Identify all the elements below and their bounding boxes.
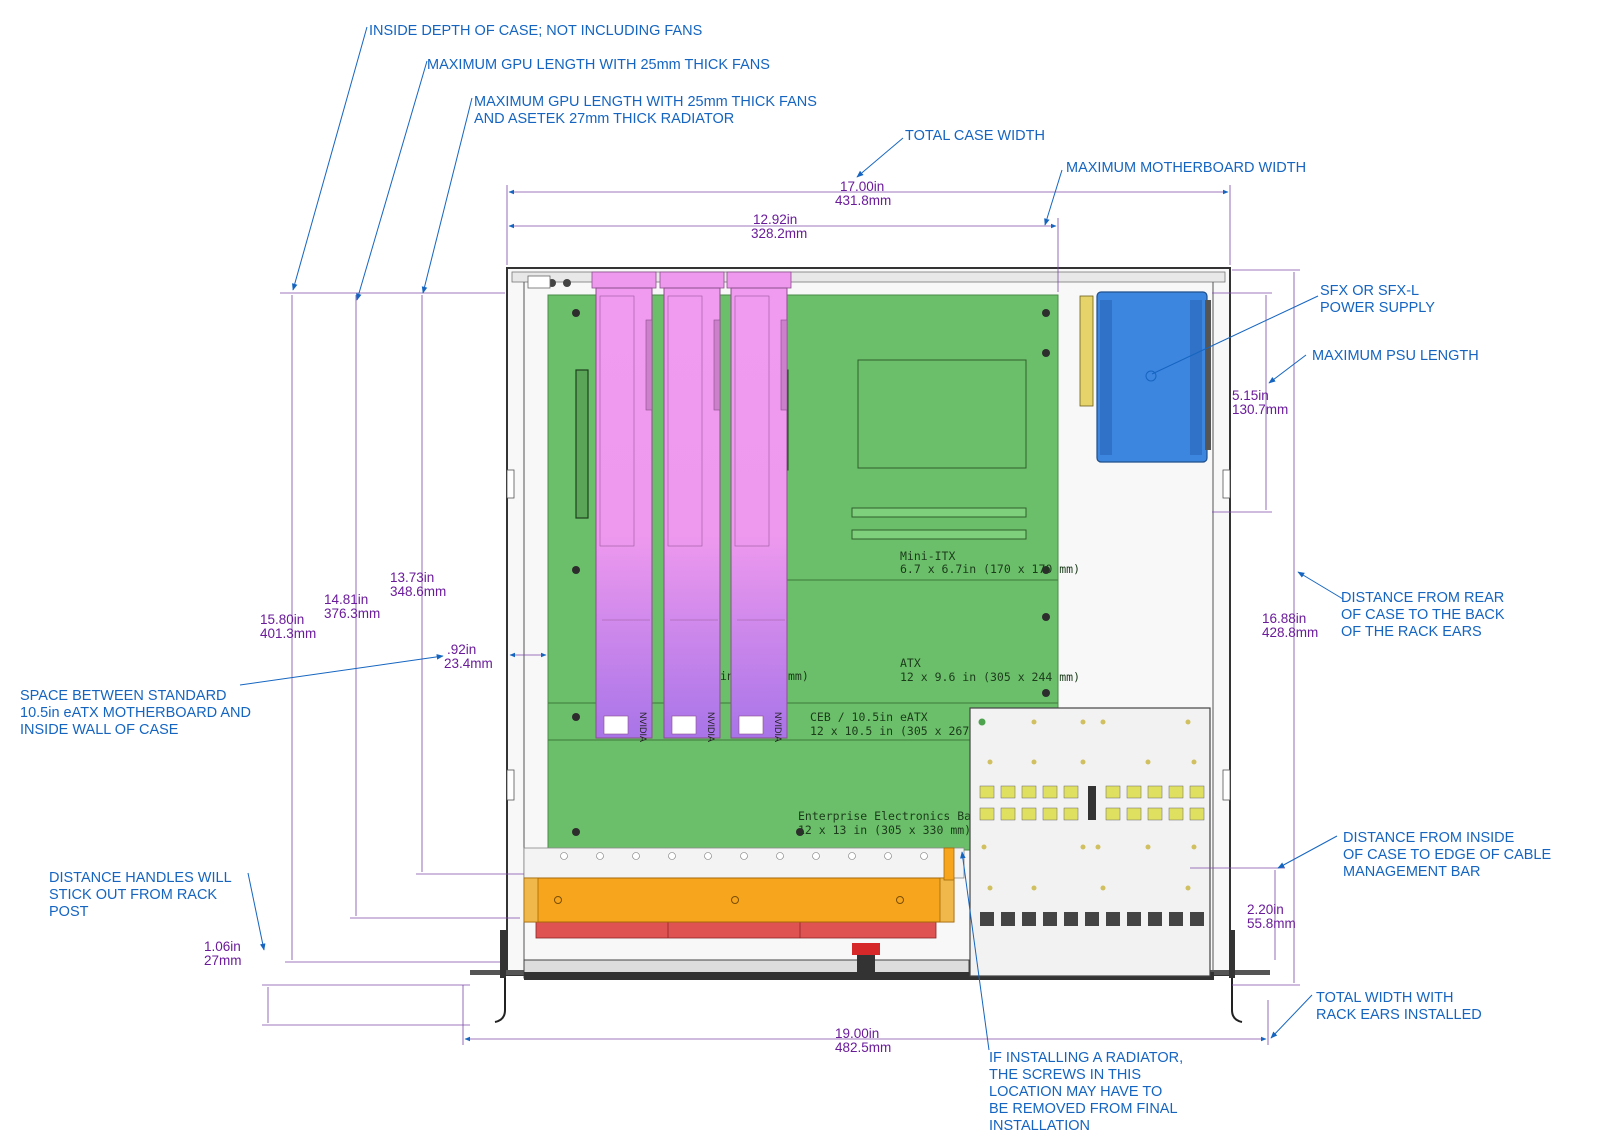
- dim-total-width-in: 17.00in: [840, 179, 884, 194]
- dim-space-wall: .92in 23.4mm: [444, 642, 547, 671]
- dim-gpu25-in: 14.81in: [324, 592, 368, 607]
- leader-lines: [239, 26, 1344, 1051]
- callout-space-line1: SPACE BETWEEN STANDARD: [20, 688, 227, 704]
- dim-ears-mm: 428.8mm: [1262, 625, 1318, 640]
- dim-cable-in: 2.20in: [1247, 902, 1284, 917]
- gpu-brand-label: NVIDIA: [638, 712, 648, 742]
- electronics-bay: [969, 707, 1211, 977]
- dim-ears-in: 16.88in: [1262, 611, 1306, 626]
- dim-mb-width-mm: 328.2mm: [751, 226, 807, 241]
- gpu-2: NVIDIA: [659, 271, 725, 742]
- dim-handles-in: 1.06in: [204, 939, 241, 954]
- callout-space-line2: 10.5in eATX MOTHERBOARD AND: [20, 705, 251, 721]
- dim-space-in: .92in: [447, 642, 476, 657]
- callout-space-line3: INSIDE WALL OF CASE: [20, 722, 179, 738]
- fan-bracket: [523, 847, 965, 879]
- dim-gpu-radiator: 13.73in 348.6mm: [390, 295, 524, 875]
- dim-cable-bar: 2.20in 55.8mm: [1190, 867, 1296, 960]
- dim-handles-mm: 27mm: [204, 953, 242, 968]
- callout-handles-line2: STICK OUT FROM RACK: [49, 887, 217, 903]
- callout-cable-line3: MANAGEMENT BAR: [1343, 864, 1481, 880]
- callout-gpu-asetek-line2: AND ASETEK 27mm THICK RADIATOR: [474, 111, 734, 127]
- callout-inside-depth: INSIDE DEPTH OF CASE; NOT INCLUDING FANS: [369, 23, 702, 39]
- callout-psu-line1: SFX OR SFX-L: [1320, 283, 1419, 299]
- callout-radiator-line4: BE REMOVED FROM FINAL: [989, 1101, 1178, 1117]
- callout-cable-line2: OF CASE TO EDGE OF CABLE: [1343, 847, 1551, 863]
- fans: [535, 917, 937, 939]
- callout-radiator-line3: LOCATION MAY HAVE TO: [989, 1084, 1162, 1100]
- power-supply: [1079, 291, 1211, 463]
- dim-gpu-25mm: 14.81in 376.3mm: [324, 295, 520, 919]
- callout-rack-ears-line2: OF CASE TO THE BACK: [1341, 607, 1505, 623]
- callout-psu-line2: POWER SUPPLY: [1320, 300, 1435, 316]
- callout-rack-ears-line3: OF THE RACK EARS: [1341, 624, 1482, 640]
- dim-total-ears-in: 19.00in: [835, 1026, 879, 1041]
- dim-total-with-ears: 19.00in 482.5mm: [462, 985, 1269, 1055]
- gpu-brand-label: NVIDIA: [773, 712, 783, 742]
- callout-radiator-line1: IF INSTALLING A RADIATOR,: [989, 1050, 1183, 1066]
- atx-size: 12 x 9.6 in (305 x 244 mm): [900, 670, 1080, 684]
- dim-depth-mm: 401.3mm: [260, 626, 316, 641]
- dim-max-motherboard-width: 12.92in 328.2mm: [508, 212, 1059, 292]
- callout-handles-line1: DISTANCE HANDLES WILL: [49, 870, 232, 886]
- dim-cable-mm: 55.8mm: [1247, 916, 1296, 931]
- mini-itx-title: Mini-ITX: [900, 549, 955, 563]
- mini-itx-size: 6.7 x 6.7in (170 x 170 mm): [900, 562, 1080, 576]
- callout-psu-length: MAXIMUM PSU LENGTH: [1312, 348, 1479, 364]
- dim-handles: 1.06in 27mm: [204, 939, 470, 1026]
- callout-radiator-line5: INSTALLATION: [989, 1118, 1090, 1134]
- hidden-label-mm: mm): [788, 669, 809, 683]
- callout-total-ears-line1: TOTAL WIDTH WITH: [1316, 990, 1453, 1006]
- callout-max-mb-width: MAXIMUM MOTHERBOARD WIDTH: [1066, 160, 1306, 176]
- dim-gpurad-mm: 348.6mm: [390, 584, 446, 599]
- dim-gpurad-in: 13.73in: [390, 570, 434, 585]
- ceb-size: 12 x 10.5 in (305 x 267 mm): [810, 724, 997, 738]
- hidden-label-in: in: [720, 669, 734, 683]
- callout-handles-line3: POST: [49, 904, 89, 920]
- gpu-3: NVIDIA: [726, 271, 792, 742]
- callout-gpu-asetek-line1: MAXIMUM GPU LENGTH WITH 25mm THICK FANS: [474, 94, 817, 110]
- eeb-size: 12 x 13 in (305 x 330 mm): [798, 823, 971, 837]
- dim-psu-length: 5.15in 130.7mm: [1212, 292, 1288, 513]
- ceb-title: CEB / 10.5in eATX: [810, 710, 928, 724]
- dim-total-ears-mm: 482.5mm: [835, 1040, 891, 1055]
- dim-total-case-width: 17.00in 431.8mm: [506, 179, 1231, 265]
- callout-gpu-25mm: MAXIMUM GPU LENGTH WITH 25mm THICK FANS: [427, 57, 770, 73]
- gpu-brand-label: NVIDIA: [706, 712, 716, 742]
- dim-total-width-mm: 431.8mm: [835, 193, 891, 208]
- dim-space-mm: 23.4mm: [444, 656, 493, 671]
- atx-title: ATX: [900, 656, 921, 670]
- dim-mb-width-in: 12.92in: [753, 212, 797, 227]
- dim-inside-depth: 15.80in 401.3mm: [260, 292, 505, 963]
- dim-gpu25-mm: 376.3mm: [324, 606, 380, 621]
- dim-psu-mm: 130.7mm: [1232, 402, 1288, 417]
- callout-radiator-line2: THE SCREWS IN THIS: [989, 1067, 1141, 1083]
- dim-rack-ears: 16.88in 428.8mm: [1232, 269, 1318, 986]
- dim-psu-in: 5.15in: [1232, 388, 1269, 403]
- radiator: [523, 847, 955, 923]
- dim-depth-in: 15.80in: [260, 612, 304, 627]
- gpu-1: NVIDIA: [591, 271, 657, 742]
- callout-rack-ears-line1: DISTANCE FROM REAR: [1341, 590, 1504, 606]
- front-panel: [470, 930, 1270, 1023]
- callout-cable-line1: DISTANCE FROM INSIDE: [1343, 830, 1515, 846]
- callout-total-ears-line2: RACK EARS INSTALLED: [1316, 1007, 1482, 1023]
- callout-total-width: TOTAL CASE WIDTH: [905, 128, 1045, 144]
